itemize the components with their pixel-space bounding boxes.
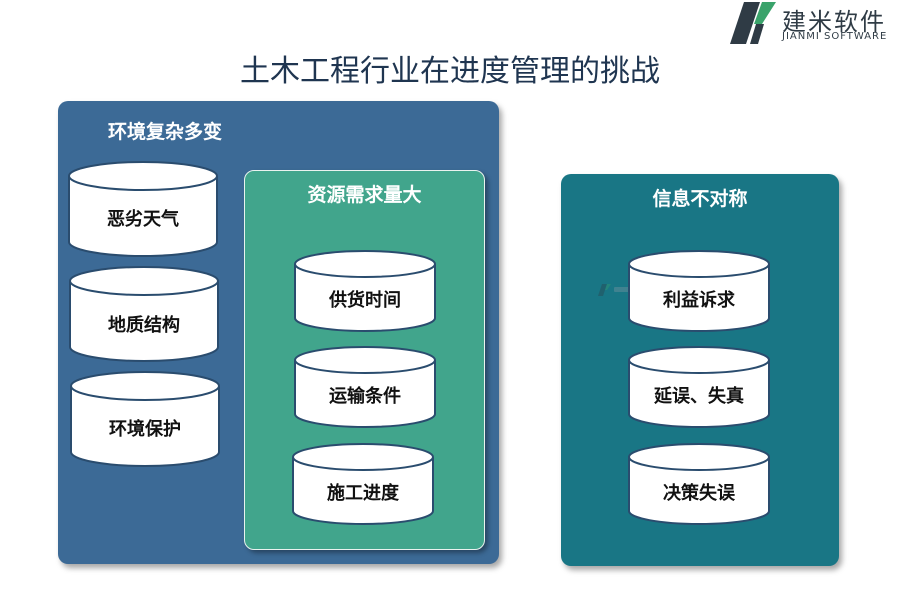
brand-logo: 建米软件 JIANMI SOFTWARE	[726, 0, 900, 48]
jianmi-logo-icon	[730, 2, 776, 44]
cylinder-shape	[70, 371, 220, 467]
cylinder-shape	[294, 346, 436, 428]
cylinder-shape	[628, 250, 770, 332]
cylinder-item: 恶劣天气	[68, 161, 218, 257]
cylinder-label: 延误、失真	[654, 386, 744, 407]
cylinder-shape	[628, 443, 770, 525]
cylinder-label: 供货时间	[329, 290, 401, 311]
cylinder-label: 恶劣天气	[107, 209, 179, 230]
page-title: 土木工程行业在进度管理的挑战	[240, 54, 660, 89]
cylinder-item: 供货时间	[294, 250, 436, 332]
cylinder-item: 延误、失真	[628, 346, 770, 428]
logo-name-en: JIANMI SOFTWARE	[782, 31, 888, 42]
cylinder-item: 利益诉求	[628, 250, 770, 332]
cylinder-item: 运输条件	[294, 346, 436, 428]
cylinder-item: 地质结构	[69, 266, 219, 362]
cylinder-shape	[292, 443, 434, 525]
group-label-resources: 资源需求量大	[307, 184, 422, 206]
cylinder-label: 利益诉求	[663, 290, 735, 311]
cylinder-item: 决策失误	[628, 443, 770, 525]
group-label-information: 信息不对称	[652, 188, 748, 210]
cylinder-label: 运输条件	[329, 386, 401, 407]
cylinder-shape	[69, 266, 219, 362]
group-label-environment: 环境复杂多变	[108, 121, 223, 143]
cylinder-label: 地质结构	[108, 315, 180, 336]
logo-name-cn: 建米软件	[782, 8, 886, 36]
cylinder-shape	[628, 346, 770, 428]
cylinder-item: 施工进度	[292, 443, 434, 525]
cylinder-label: 决策失误	[663, 483, 735, 504]
cylinder-label: 环境保护	[109, 419, 181, 440]
cylinder-shape	[294, 250, 436, 332]
cylinder-shape	[68, 161, 218, 257]
cylinder-label: 施工进度	[327, 483, 399, 504]
cylinder-item: 环境保护	[70, 371, 220, 467]
